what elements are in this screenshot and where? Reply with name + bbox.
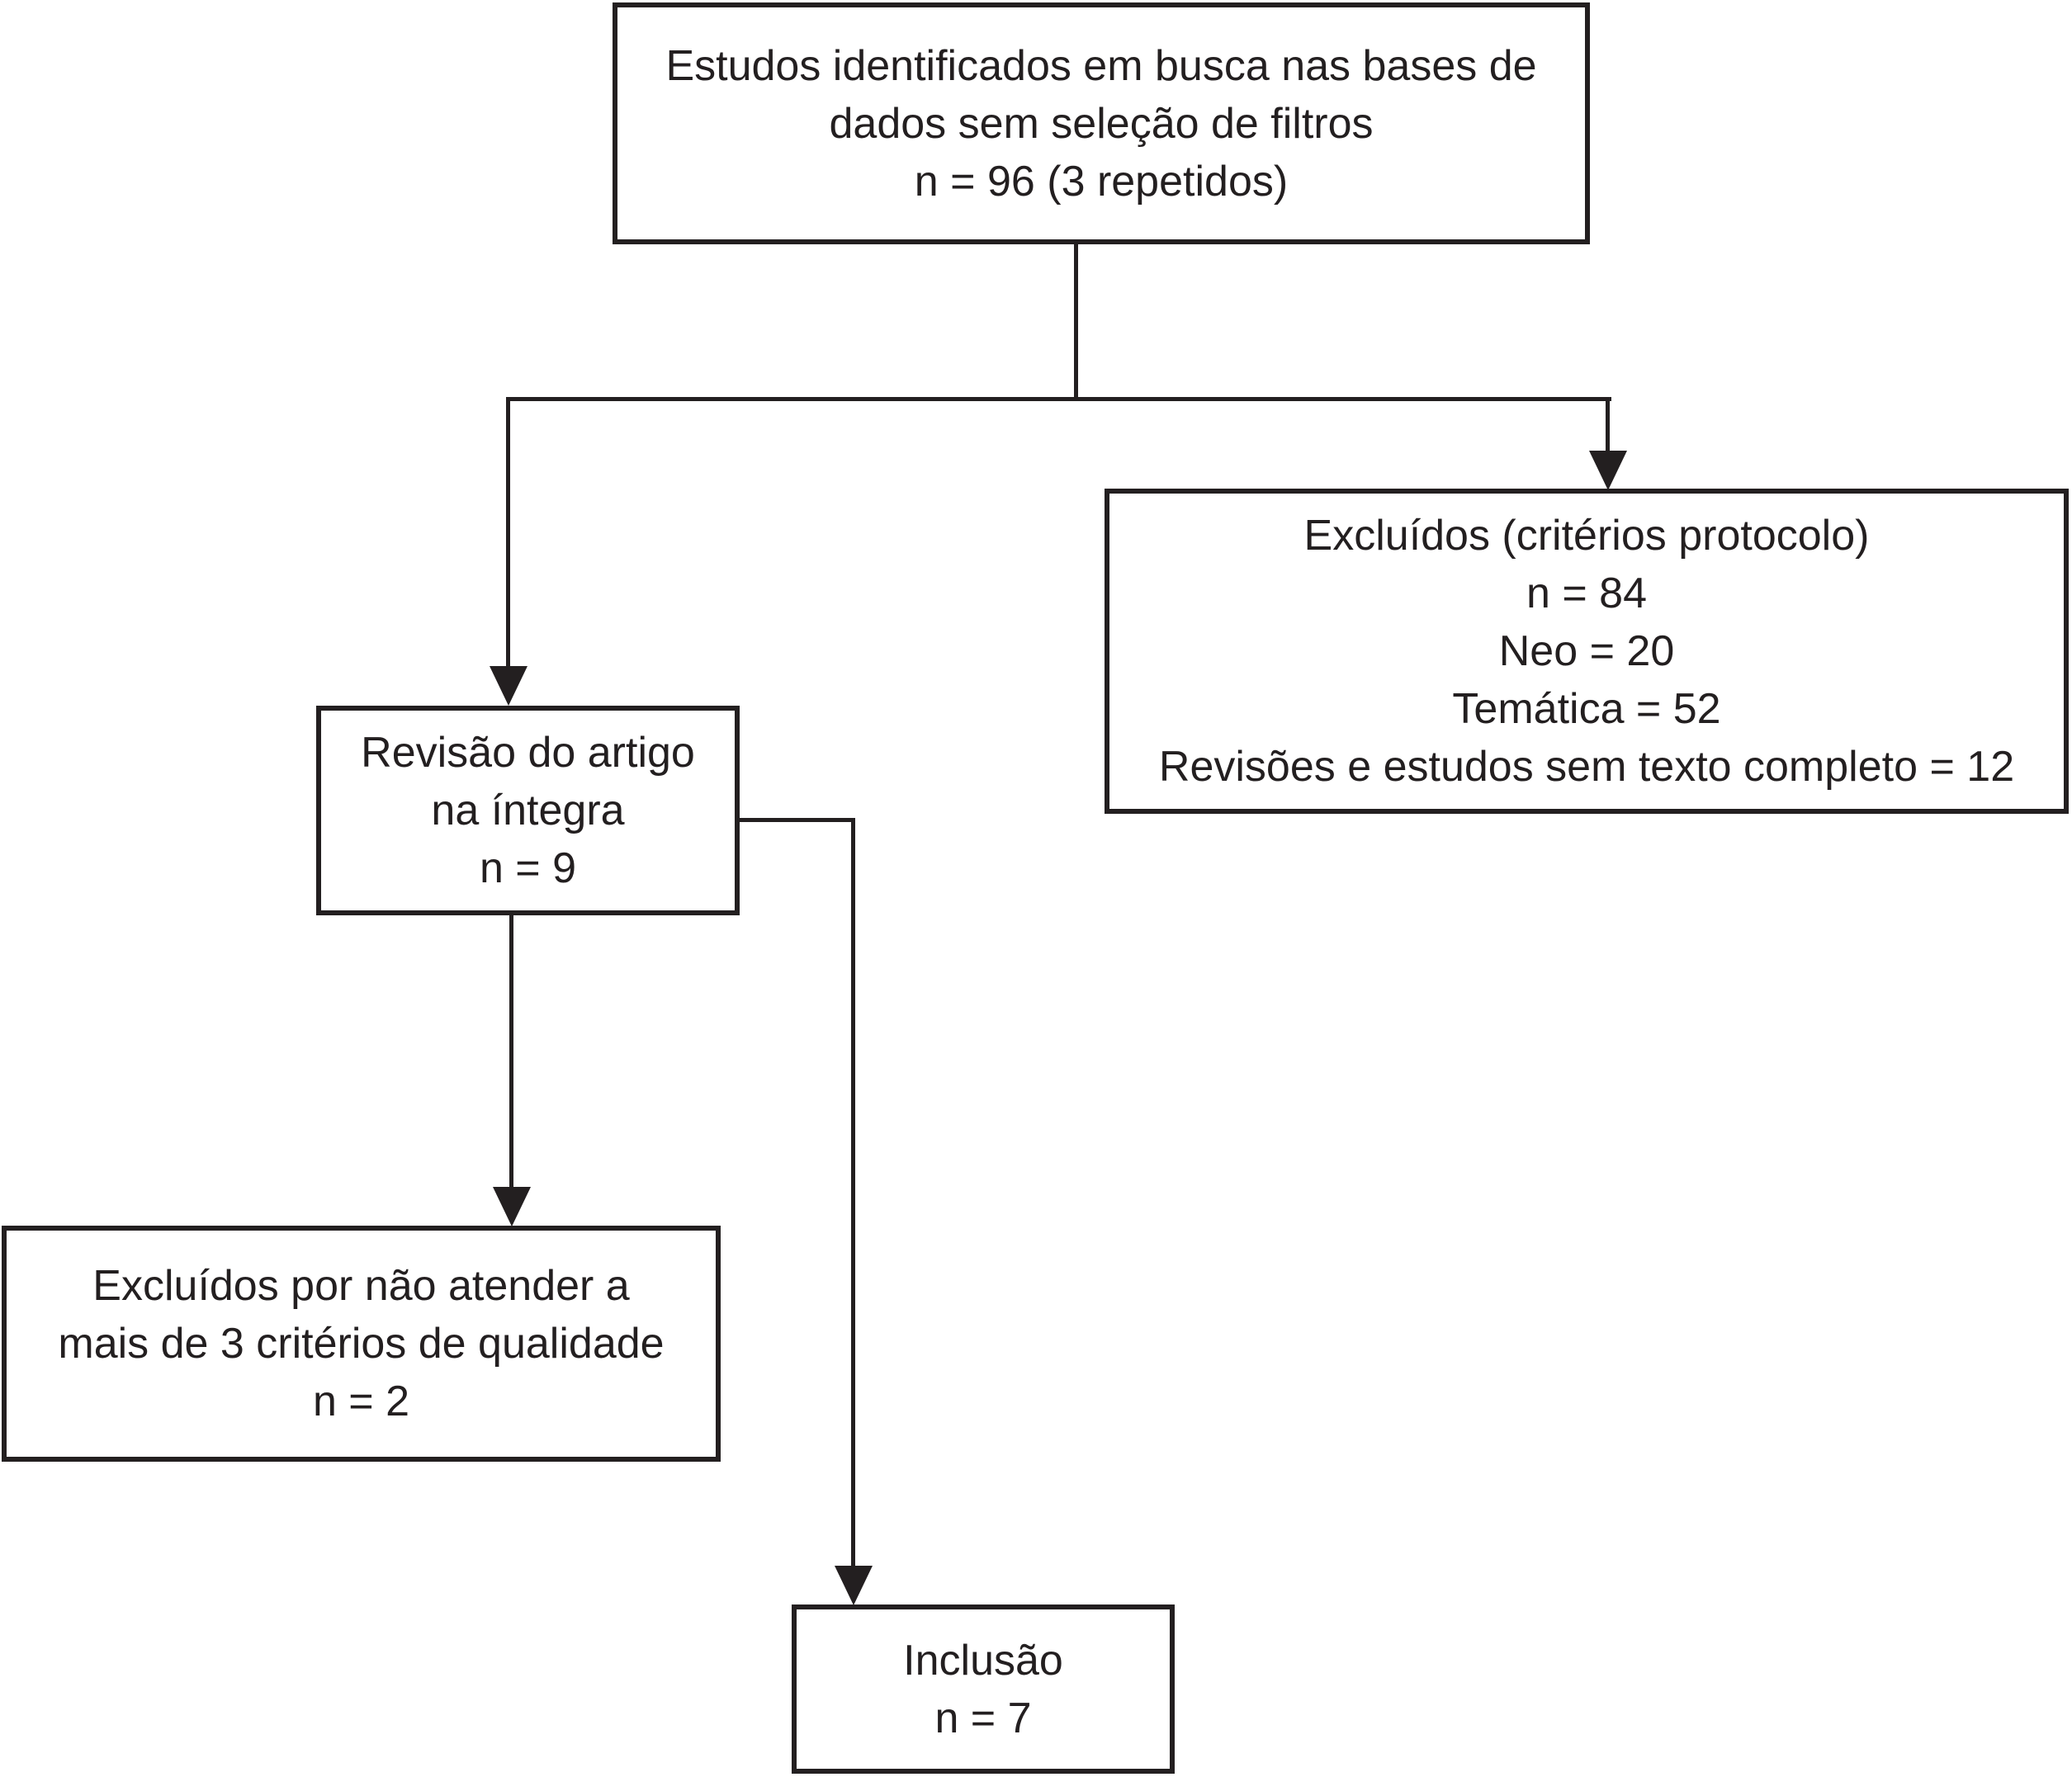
edge-to-excluded-quality <box>509 913 513 1189</box>
box-excluded-quality: Excluídos por não atender a mais de 3 cr… <box>2 1226 721 1462</box>
edge-to-full-review <box>506 397 510 669</box>
arrowhead-to-excluded-quality <box>493 1187 531 1226</box>
box-text-line: n = 9 <box>479 844 577 892</box>
box-excluded-protocol: Excluídos (critérios protocolo) n = 84 N… <box>1105 489 2069 814</box>
box-text-line: Estudos identificados em busca nas bases… <box>665 41 1537 90</box>
arrowhead-to-full-review <box>490 666 527 706</box>
box-text-line: Temática = 52 <box>1452 685 1721 733</box>
box-text-line: Excluídos (critérios protocolo) <box>1303 512 1870 560</box>
edge-branch-horizontal <box>506 397 1611 401</box>
box-included: Inclusão n = 7 <box>792 1604 1175 1774</box>
box-text-line: n = 2 <box>312 1378 410 1425</box>
box-text-line: Inclusão <box>903 1636 1063 1685</box>
box-full-text-review: Revisão do artigo na íntegra n = 9 <box>316 706 740 915</box>
arrowhead-to-excluded-protocol <box>1589 451 1627 490</box>
box-text-line: n = 84 <box>1526 569 1648 617</box>
box-text-line: Revisões e estudos sem texto completo = … <box>1158 743 2015 791</box>
box-text-line: Neo = 20 <box>1498 627 1675 675</box>
box-identified-studies: Estudos identificados em busca nas bases… <box>613 2 1590 244</box>
arrowhead-to-included <box>835 1566 873 1605</box>
edge-full-review-out <box>736 818 855 822</box>
box-text-line: na íntegra <box>431 787 625 834</box>
box-text-line: Revisão do artigo <box>361 729 695 777</box>
box-text-line: Excluídos por não atender a <box>92 1262 630 1310</box>
box-text-line: mais de 3 critérios de qualidade <box>58 1320 665 1368</box>
box-text-line: n = 96 (3 repetidos) <box>914 157 1289 206</box>
box-text-line: dados sem seleção de filtros <box>829 99 1374 148</box>
edge-identified-stem <box>1074 242 1078 399</box>
edge-to-excluded-protocol <box>1606 397 1610 452</box>
edge-to-included <box>851 818 855 1567</box>
box-text-line: n = 7 <box>934 1694 1032 1742</box>
